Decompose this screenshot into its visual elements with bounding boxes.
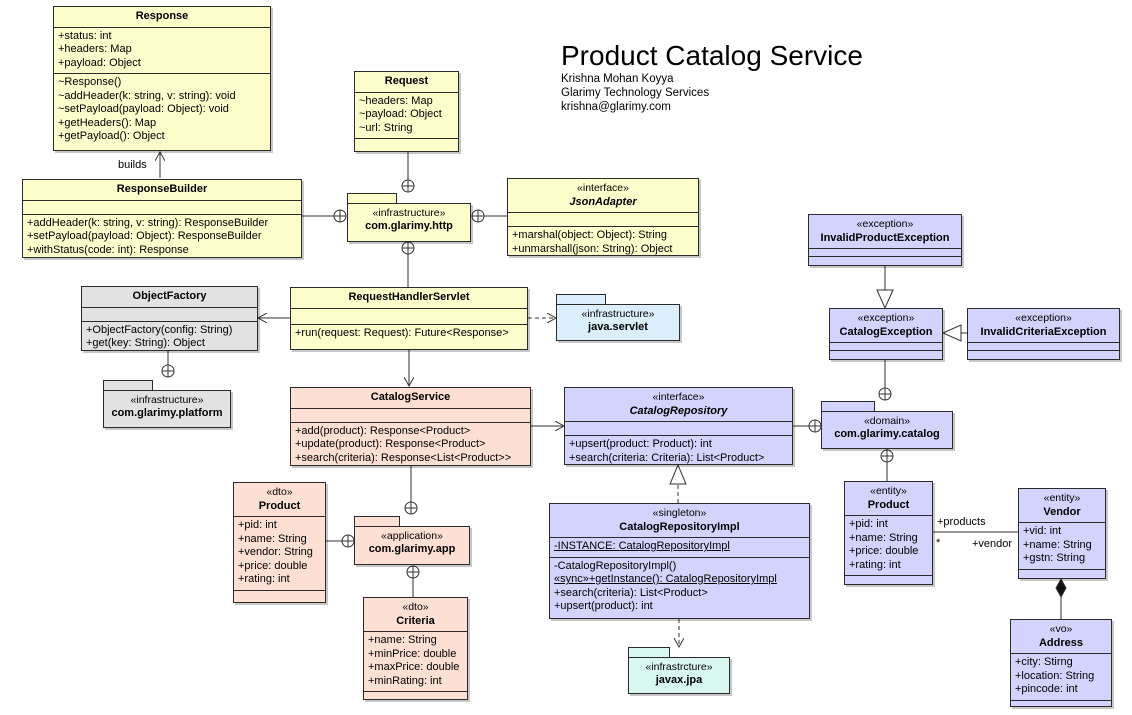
class-catalog-service: CatalogService +add(product): Response<P…: [290, 387, 531, 466]
interface-json-adapter: «interface» JsonAdapter +marshal(object:…: [507, 178, 699, 256]
association-role-vendor: +vendor: [972, 538, 1013, 550]
diagram-title: Product Catalog Service: [561, 40, 863, 71]
package-com-glarimy-app: «application» com.glarimy.app: [354, 516, 470, 565]
author-email: krishna@glarimy.com: [561, 101, 671, 113]
realization-arrow: [669, 463, 687, 485]
class-response-builder: ResponseBuilder +addHeader(k: string, v:…: [22, 179, 302, 258]
class-product-entity: «entity» Product +pid: int +name: String…: [844, 481, 933, 585]
class-product-dto: «dto» Product +pid: int +name: String +v…: [233, 482, 326, 603]
author-name: Krishna Mohan Koyya: [561, 73, 674, 85]
interface-catalog-repository: «interface» CatalogRepository +upsert(pr…: [564, 387, 793, 465]
title-block: Product Catalog Service Krishna Mohan Ko…: [561, 40, 863, 114]
class-vendor-entity: «entity» Vendor +vid: int +name: String …: [1018, 488, 1106, 579]
class-catalog-exception: «exception» CatalogException: [829, 308, 943, 360]
association-role-products: +products: [937, 516, 986, 528]
generalization-arrow: [876, 289, 894, 310]
class-invalid-criteria-exception: «exception» InvalidCriteriaException: [967, 308, 1120, 360]
class-request-handler-servlet: RequestHandlerServlet +run(request: Requ…: [290, 287, 528, 350]
class-catalog-repository-impl: «singleton» CatalogRepositoryImpl -INSTA…: [549, 503, 810, 619]
class-criteria-dto: «dto» Criteria +name: String +minPrice: …: [363, 597, 468, 700]
package-com-glarimy-catalog: «domain» com.glarimy.catalog: [821, 401, 953, 449]
class-request: Request ~headers: Map ~payload: Object ~…: [354, 71, 459, 152]
class-invalid-product-exception: «exception» InvalidProductException: [808, 214, 962, 266]
association-multiplicity: *: [936, 537, 941, 549]
package-javax-jpa: «infrastrcture» javax.jpa: [628, 647, 730, 694]
package-com-glarimy-http: «infrastructure» com.glarimy.http: [347, 193, 471, 242]
generalization-arrow: [941, 324, 962, 342]
builds-label: builds: [118, 159, 147, 171]
class-address-vo: «vo» Address +city: Stirng +location: St…: [1010, 619, 1112, 707]
composition-diamond: [1055, 577, 1067, 599]
class-response: Response +status: int +headers: Map +pay…: [53, 6, 271, 151]
class-object-factory: ObjectFactory +ObjectFactory(config: Str…: [81, 286, 258, 351]
package-java-servlet: «infrastructure» java.servlet: [556, 294, 680, 341]
company-name: Glarimy Technology Services: [561, 87, 710, 99]
package-com-glarimy-platform: «infrastructure» com.glarimy.platform: [103, 380, 231, 428]
